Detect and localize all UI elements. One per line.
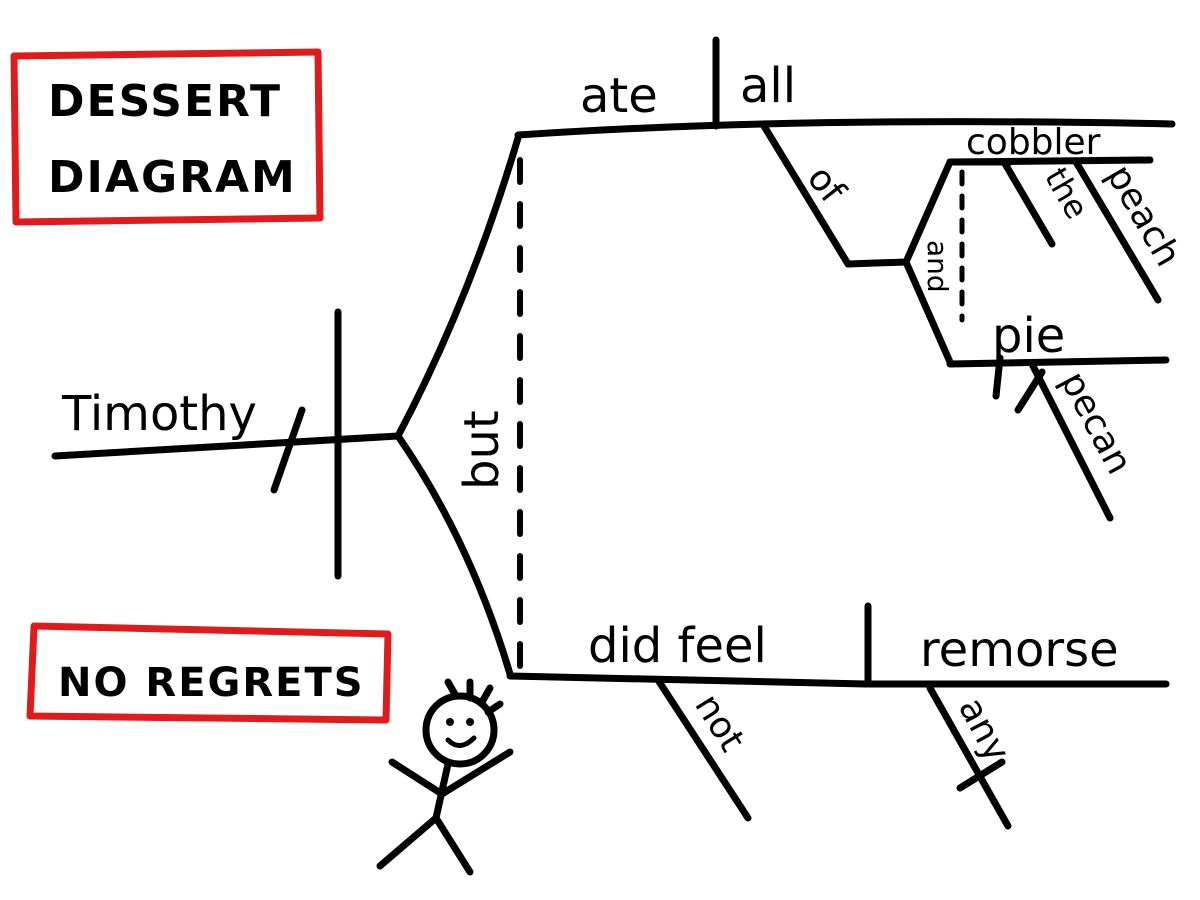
subject-slash [270, 406, 306, 494]
stick-figure-hair [444, 678, 504, 716]
mod-any-cross [956, 758, 1006, 792]
prep-of-word: of [799, 158, 853, 212]
pie-baseline [946, 356, 1170, 368]
pie-slash [992, 354, 1004, 400]
mod-pecan-cross [1014, 368, 1046, 414]
caption-box-border [26, 622, 392, 724]
title-box-border [10, 48, 324, 226]
verb2-word: did feel [588, 618, 767, 674]
mod-not-line [654, 676, 752, 822]
mod-any-line [926, 684, 1012, 830]
prep-of-line [760, 122, 910, 268]
stick-figure-arms [388, 748, 514, 798]
title-line-1: DESSERT [48, 76, 282, 127]
mod-the-line [1000, 158, 1056, 248]
pie-word: pie [992, 308, 1065, 364]
object1-word: all [740, 58, 796, 114]
compound-fork-lower [902, 258, 954, 366]
title-line-2: DIAGRAM [48, 152, 297, 203]
mod-peach-line [1072, 158, 1162, 304]
mod-the-word: the [1037, 161, 1096, 225]
fork-lower-line [394, 432, 514, 678]
upper-predicate: ate all of and cobbler the peach pie pec… [514, 36, 1189, 522]
lower-predicate: did feel remorse not any [506, 602, 1170, 830]
stick-figure-smile [445, 735, 477, 748]
mod-any-word: any [950, 691, 1017, 769]
lower-baseline [506, 672, 1170, 688]
mod-pecan-line [1028, 360, 1114, 522]
conj-and-word: and [921, 240, 954, 293]
upper-baseline [514, 118, 1176, 139]
stick-figure-legs [376, 814, 474, 876]
stick-figure-head [422, 692, 498, 768]
fork-upper-line [394, 134, 522, 440]
subject-word: Timothy [61, 386, 257, 442]
title-box: DESSERT DIAGRAM [10, 48, 324, 226]
stick-figure-eye-left [446, 718, 454, 726]
cobbler-word: cobbler [966, 122, 1101, 163]
mod-not-word: not [686, 687, 752, 759]
conjunction-word: but [454, 410, 510, 490]
object2-word: remorse [920, 622, 1119, 678]
caption-text: NO REGRETS [58, 660, 365, 706]
stick-figure-eye-right [466, 718, 474, 726]
caption-box: NO REGRETS [26, 622, 392, 724]
cobbler-baseline [946, 156, 1154, 166]
verb1-word: ate [580, 68, 658, 124]
stick-figure-icon [376, 678, 514, 876]
subject-branch: Timothy [51, 308, 402, 580]
